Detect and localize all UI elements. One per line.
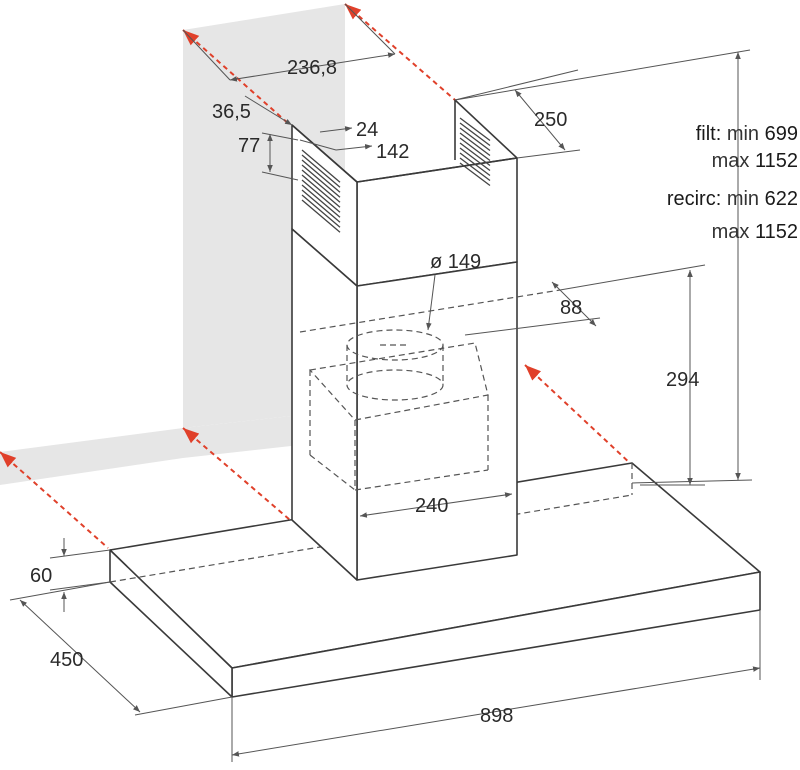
vent-slat [459, 127, 491, 152]
chimney-lower-side [291, 228, 358, 581]
vent-slat [459, 132, 491, 157]
vent-slat [301, 174, 341, 208]
label-canopy-thickness: 60 [30, 565, 52, 587]
vent-slat [459, 117, 491, 142]
height-spec-recirc-max: max 1152 [712, 221, 798, 243]
extension-line [344, 3, 396, 55]
extension-line [9, 581, 111, 601]
label-outlet-diameter: ø 149 [430, 251, 481, 273]
dim-line-outlet-offset [551, 281, 597, 327]
extension-line [454, 69, 579, 101]
label-outlet-height: 294 [666, 369, 699, 391]
extension-line [454, 49, 751, 101]
wall-edge-markers [0, 3, 633, 549]
dimension-labels: 236,8 36,5 24 142 77 250 ø 149 88 294 24… [30, 57, 699, 727]
label-bracket-depth: 142 [376, 141, 409, 163]
vent-slat [301, 154, 341, 188]
height-spec: filt: min 699 max 1152 recirc: min 622 m… [667, 123, 798, 243]
dim-line-chimney-depth [514, 89, 566, 151]
label-canopy-width: 898 [480, 705, 513, 727]
vent-slat [301, 169, 341, 203]
wall-edge-marker-icon [524, 364, 633, 466]
wall-edge-marker-icon [182, 29, 291, 126]
height-spec-filt-max: max 1152 [712, 150, 798, 172]
motor-box-edge [354, 469, 489, 491]
extension-line [261, 171, 299, 181]
vent-slat [459, 147, 491, 172]
vent-slat [301, 199, 341, 233]
wall-edge-marker-icon [344, 3, 456, 101]
vent-grille-icon [459, 117, 491, 187]
dim-line-canopy-width [231, 666, 761, 757]
height-spec-recirc-min: recirc: min 622 [667, 188, 798, 210]
dim-line-chimney-width [229, 52, 396, 82]
vent-slat [301, 184, 341, 218]
label-bracket-width: 24 [356, 119, 378, 141]
vent-grille-icon [301, 149, 341, 233]
outlet-bottom-ellipse [346, 369, 444, 401]
extension-line [516, 149, 581, 159]
vent-grilles [301, 117, 491, 233]
leader-outlet-diameter [426, 274, 436, 331]
vent-slat [459, 152, 491, 177]
vent-slat [301, 189, 341, 223]
dimension-lines [9, 3, 761, 762]
vent-slat [301, 194, 341, 228]
vent-slat [301, 159, 341, 193]
extension-line [559, 264, 706, 291]
label-outlet-offset: 88 [560, 297, 582, 319]
dim-line-bracket-depth [335, 143, 373, 151]
dim-line-canopy-depth [19, 599, 141, 713]
extension-line [49, 549, 111, 559]
vent-slat [459, 157, 491, 182]
dim-line-top-offset [244, 95, 293, 126]
dim-line-bracket-width [319, 126, 353, 133]
vent-slat [459, 142, 491, 167]
label-canopy-depth: 450 [50, 649, 83, 671]
wall-edge-marker-icon [0, 451, 109, 549]
chimney [291, 99, 518, 581]
label-chimney-width: 236,8 [287, 57, 337, 79]
label-chimney-top-offset: 36,5 [212, 101, 251, 123]
vent-slat [459, 122, 491, 147]
label-bracket-height: 77 [238, 135, 260, 157]
chimney-lower-front [356, 261, 518, 581]
vent-slat [459, 137, 491, 162]
extension-line [134, 696, 233, 716]
vent-slat [459, 162, 491, 187]
extension-line [299, 139, 337, 151]
extension-line [182, 29, 231, 81]
wall-edge-marker-icon [182, 427, 291, 521]
vent-slat [301, 149, 341, 183]
vent-slat [301, 179, 341, 213]
label-chimney-depth: 250 [534, 109, 567, 131]
vent-slat [301, 164, 341, 198]
dim-line-motor-width [359, 492, 513, 518]
height-spec-filt-min: filt: min 699 [696, 123, 798, 145]
wall-base-strip [0, 410, 345, 485]
label-motor-width: 240 [415, 495, 448, 517]
